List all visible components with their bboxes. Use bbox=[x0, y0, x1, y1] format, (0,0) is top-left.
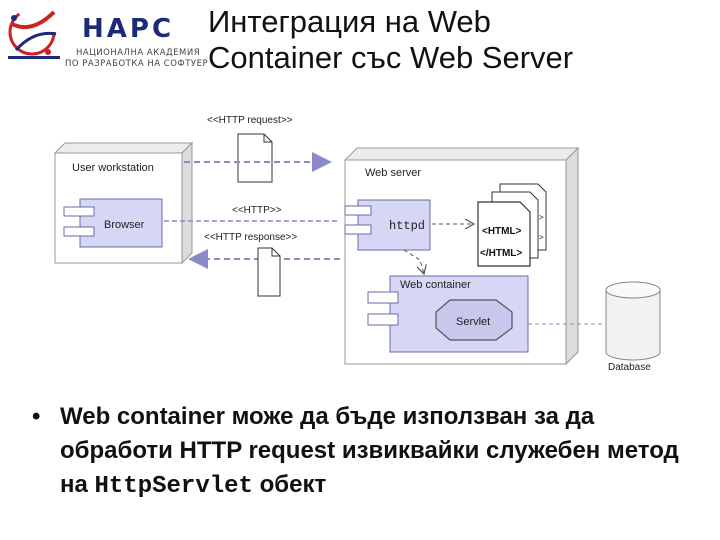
bullet-dot-icon: • bbox=[32, 403, 41, 430]
html-close-tag: </HTML> bbox=[480, 248, 522, 259]
httpd-label: httpd bbox=[389, 219, 425, 233]
svg-text:>: > bbox=[539, 213, 544, 222]
logo-subtitle-line1: НАЦИОНАЛНА АКАДЕМИЯ bbox=[76, 48, 201, 58]
http-response-label: <<HTTP response>> bbox=[204, 232, 297, 243]
web-container-label: Web container bbox=[400, 279, 471, 291]
svg-text:>: > bbox=[539, 233, 544, 242]
logo: НАРС НАЦИОНАЛНА АКАДЕМИЯ ПО РАЗРАБОТКА Н… bbox=[4, 4, 208, 69]
servlet-icon bbox=[435, 299, 513, 341]
logo-emblem-icon bbox=[8, 8, 60, 59]
response-document-icon bbox=[257, 247, 281, 297]
architecture-diagram: User workstation Browser Web server http… bbox=[53, 115, 661, 373]
database-icon: Database bbox=[605, 281, 661, 373]
html-documents-icon: <HTML> </HTML> > > bbox=[477, 183, 547, 267]
http-request-label: <<HTTP request>> bbox=[207, 115, 293, 126]
httpd-component: httpd bbox=[344, 199, 431, 251]
bullet-code: HttpServlet bbox=[94, 473, 253, 500]
http-label: <<HTTP>> bbox=[232, 205, 282, 216]
slide-title-line2: Container със Web Server bbox=[208, 40, 574, 75]
request-document-icon bbox=[237, 133, 273, 183]
bullet-text-part1: Web container може да бъде използван за … bbox=[60, 403, 679, 498]
slide-title-line1: Интеграция на Web bbox=[208, 4, 491, 39]
browser-label: Browser bbox=[104, 219, 145, 231]
servlet-label: Servlet bbox=[456, 316, 490, 328]
httpd-to-container-connector bbox=[403, 249, 424, 274]
browser-component: Browser bbox=[63, 198, 163, 248]
database-label: Database bbox=[608, 362, 651, 373]
user-workstation-label: User workstation bbox=[72, 162, 154, 174]
bullet-text: Web container може да бъде използван за … bbox=[60, 400, 710, 504]
bullet-text-part2: обект bbox=[252, 471, 327, 498]
html-open-tag: <HTML> bbox=[482, 226, 522, 237]
logo-subtitle-line2: ПО РАЗРАБОТКА НА СОФТУЕР bbox=[65, 59, 209, 69]
web-server-label: Web server bbox=[365, 167, 421, 179]
logo-name: НАРС bbox=[82, 14, 175, 44]
slide-title: Интеграция на Web Container със Web Serv… bbox=[208, 4, 573, 76]
web-container-component: Web container Servlet bbox=[367, 275, 529, 353]
